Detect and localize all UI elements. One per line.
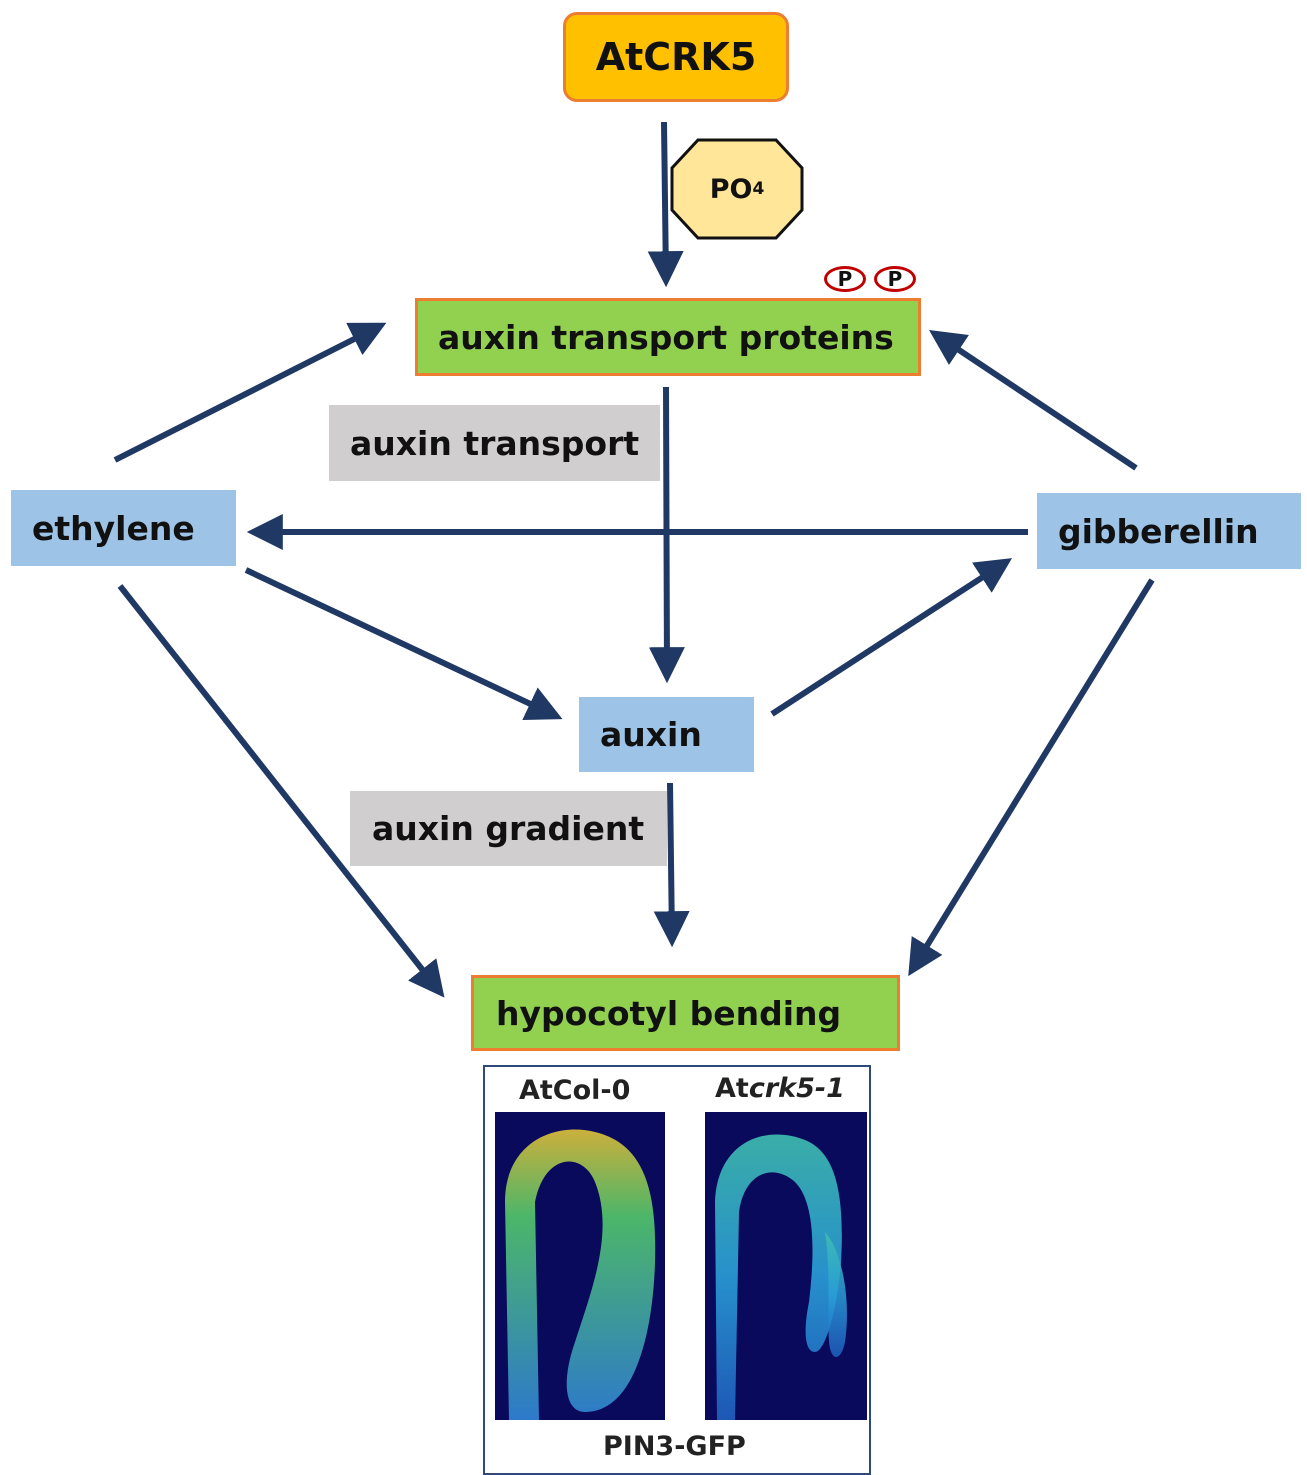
arrow-auxin-to-hypocotyl — [653, 782, 690, 948]
arrow-gibberellin-to-hypocotyl — [908, 578, 1155, 977]
atcrk5-label: AtCRK5 — [595, 35, 757, 79]
auxin-transport-proteins-node: auxin transport proteins — [415, 298, 921, 376]
arrow-atcrk5-to-transport-proteins — [647, 121, 684, 288]
arrow-ethylene-to-auxin — [244, 567, 563, 721]
ethylene-label: ethylene — [32, 508, 195, 548]
col0-hypocotyl-shape — [505, 1129, 656, 1420]
ethylene-node: ethylene — [11, 490, 236, 566]
auxin-gradient-label-box: auxin gradient — [350, 791, 667, 866]
auxin-transport-proteins-label: auxin transport proteins — [438, 317, 894, 357]
arrow-gibberellin-to-transport-proteins — [929, 330, 1138, 471]
arrow-auxin-to-gibberellin — [770, 558, 1013, 717]
po4-octagon — [670, 138, 804, 240]
gibberellin-node: gibberellin — [1037, 493, 1301, 569]
micrograph-panel: AtCol-0 Atcrk5-1 — [483, 1065, 871, 1475]
auxin-label: auxin — [600, 715, 702, 754]
auxin-gradient-label: auxin gradient — [372, 809, 645, 848]
crk5-micrograph — [705, 1112, 867, 1420]
pin3-gfp-caption: PIN3-GFP — [603, 1431, 746, 1462]
hypocotyl-bending-node: hypocotyl bending — [471, 975, 900, 1051]
auxin-node: auxin — [579, 697, 754, 772]
hypocotyl-bending-label: hypocotyl bending — [496, 993, 842, 1033]
atcrk5-node: AtCRK5 — [563, 12, 789, 102]
arrow-ethylene-to-transport-proteins — [113, 322, 387, 463]
arrow-ethylene-to-hypocotyl — [117, 584, 445, 998]
auxin-transport-label: auxin transport — [350, 423, 640, 463]
col0-label: AtCol-0 — [519, 1075, 631, 1106]
phospho-badge-1: P — [824, 266, 866, 292]
auxin-transport-label-box: auxin transport — [329, 405, 660, 481]
col0-micrograph — [495, 1112, 665, 1420]
crk5-hypocotyl-shape — [715, 1134, 847, 1420]
gibberellin-label: gibberellin — [1058, 511, 1259, 551]
crk5-label: Atcrk5-1 — [715, 1073, 845, 1104]
phospho-badge-2: P — [874, 266, 916, 292]
